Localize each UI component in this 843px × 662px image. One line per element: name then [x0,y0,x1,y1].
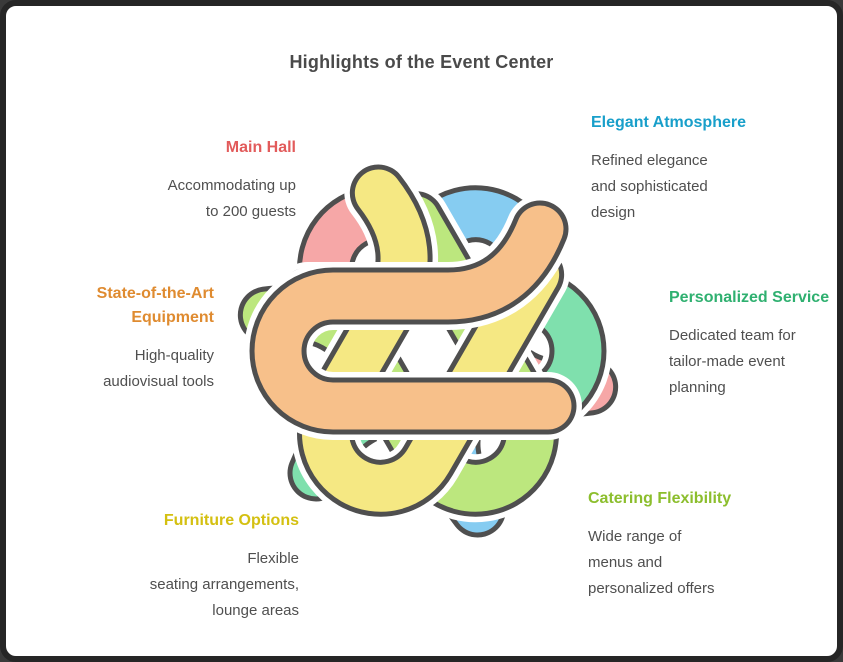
section-furniture-options-text: seating arrangements, [149,576,299,593]
section-furniture-options: Furniture Options Flexible seating arran… [69,509,299,624]
section-main-hall-text: Accommodating up [167,177,296,194]
section-equipment-text: High-quality [134,347,214,364]
section-catering-flexibility-heading: Catering Flexibility [588,490,732,507]
section-elegant-atmosphere-heading: Elegant Atmosphere [591,114,746,131]
section-equipment-text: audiovisual tools [103,373,214,390]
section-equipment-heading: State-of-the-Art Equipment [96,285,214,326]
section-personalized-service-text: Dedicated team for [669,327,796,344]
section-main-hall: Main Hall Accommodating up to 200 guests [66,136,296,225]
section-furniture-options-heading: Furniture Options [163,512,299,529]
section-personalized-service-heading: Personalized Service [669,289,830,306]
section-personalized-service: Personalized Service Dedicated team for … [669,286,837,401]
section-main-hall-text: to 200 guests [205,203,296,220]
section-elegant-atmosphere-text: design [591,204,636,221]
section-catering-flexibility-text: personalized offers [588,580,715,597]
section-elegant-atmosphere-text: Refined elegance [591,152,708,169]
section-furniture-options-text: Flexible [247,550,299,567]
section-furniture-options-text: lounge areas [212,602,299,619]
section-catering-flexibility-text: menus and [588,554,663,571]
section-main-hall-heading: Main Hall [225,139,296,156]
section-elegant-atmosphere-text: and sophisticated [591,178,708,195]
section-personalized-service-text: planning [669,379,726,396]
page-title: Highlights of the Event Center [289,52,554,72]
section-elegant-atmosphere: Elegant Atmosphere Refined elegance and … [591,111,776,226]
section-catering-flexibility: Catering Flexibility Wide range of menus… [588,487,778,602]
section-personalized-service-text: tailor-made event [669,353,785,370]
section-equipment: State-of-the-Art Equipment High-quality … [16,282,214,395]
section-catering-flexibility-text: Wide range of [588,528,682,545]
